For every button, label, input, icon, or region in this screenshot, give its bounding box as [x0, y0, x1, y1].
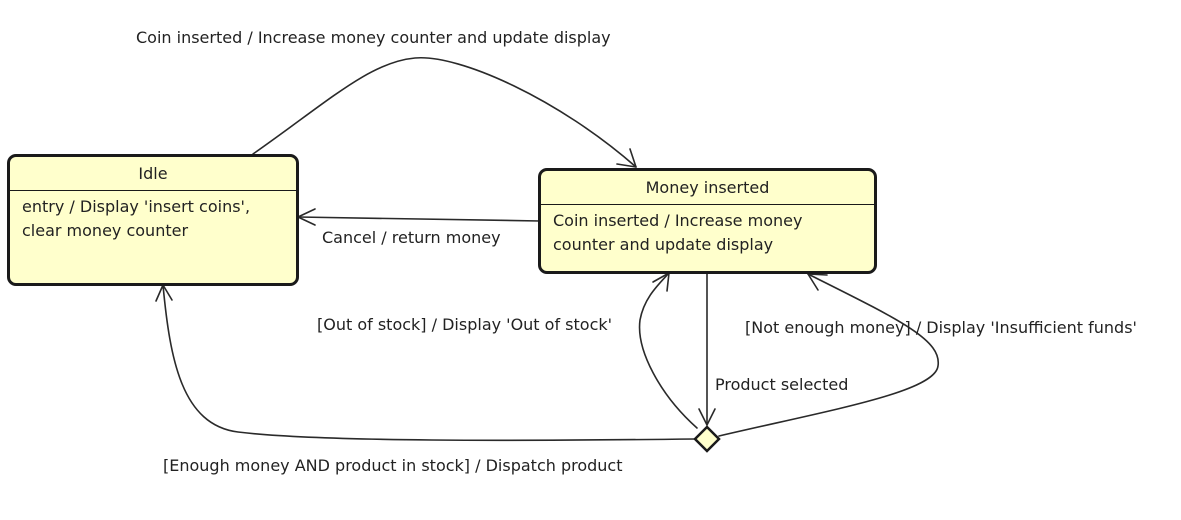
- arrowhead-coin-inserted: [616, 148, 637, 168]
- choice-pseudostate: [693, 425, 721, 453]
- state-idle-body: entry / Display 'insert coins', clear mo…: [10, 191, 296, 243]
- transition-coin-inserted-edge: [252, 57, 637, 168]
- state-money-inserted-action-line-2: counter and update display: [553, 235, 774, 254]
- label-coin-inserted: Coin inserted / Increase money counter a…: [136, 28, 611, 47]
- label-cancel: Cancel / return money: [322, 228, 501, 247]
- transition-dispatch-edge: [162, 284, 696, 442]
- label-product-selected: Product selected: [715, 375, 849, 394]
- state-idle-action-line-2: clear money counter: [22, 221, 189, 240]
- state-idle-title: Idle: [10, 157, 296, 191]
- transition-cancel-edge: [297, 216, 541, 222]
- state-money-inserted-body: Coin inserted / Increase money counter a…: [541, 205, 874, 257]
- transition-not-enough-money-edge: [718, 273, 939, 437]
- state-money-inserted-title: Money inserted: [541, 171, 874, 205]
- label-dispatch: [Enough money AND product in stock] / Di…: [163, 456, 623, 475]
- label-not-enough-money: [Not enough money] / Display 'Insufficie…: [745, 318, 1137, 337]
- arrowhead-product-selected: [698, 408, 716, 426]
- label-out-of-stock: [Out of stock] / Display 'Out of stock': [317, 315, 613, 334]
- transition-out-of-stock-edge: [638, 272, 698, 429]
- arrowhead-not-enough-money: [807, 273, 828, 291]
- state-money-inserted: Money inserted Coin inserted / Increase …: [538, 168, 877, 274]
- state-idle-action-line-1: entry / Display 'insert coins',: [22, 197, 251, 216]
- state-money-inserted-action-line-1: Coin inserted / Increase money: [553, 211, 803, 230]
- state-idle: Idle entry / Display 'insert coins', cle…: [7, 154, 299, 286]
